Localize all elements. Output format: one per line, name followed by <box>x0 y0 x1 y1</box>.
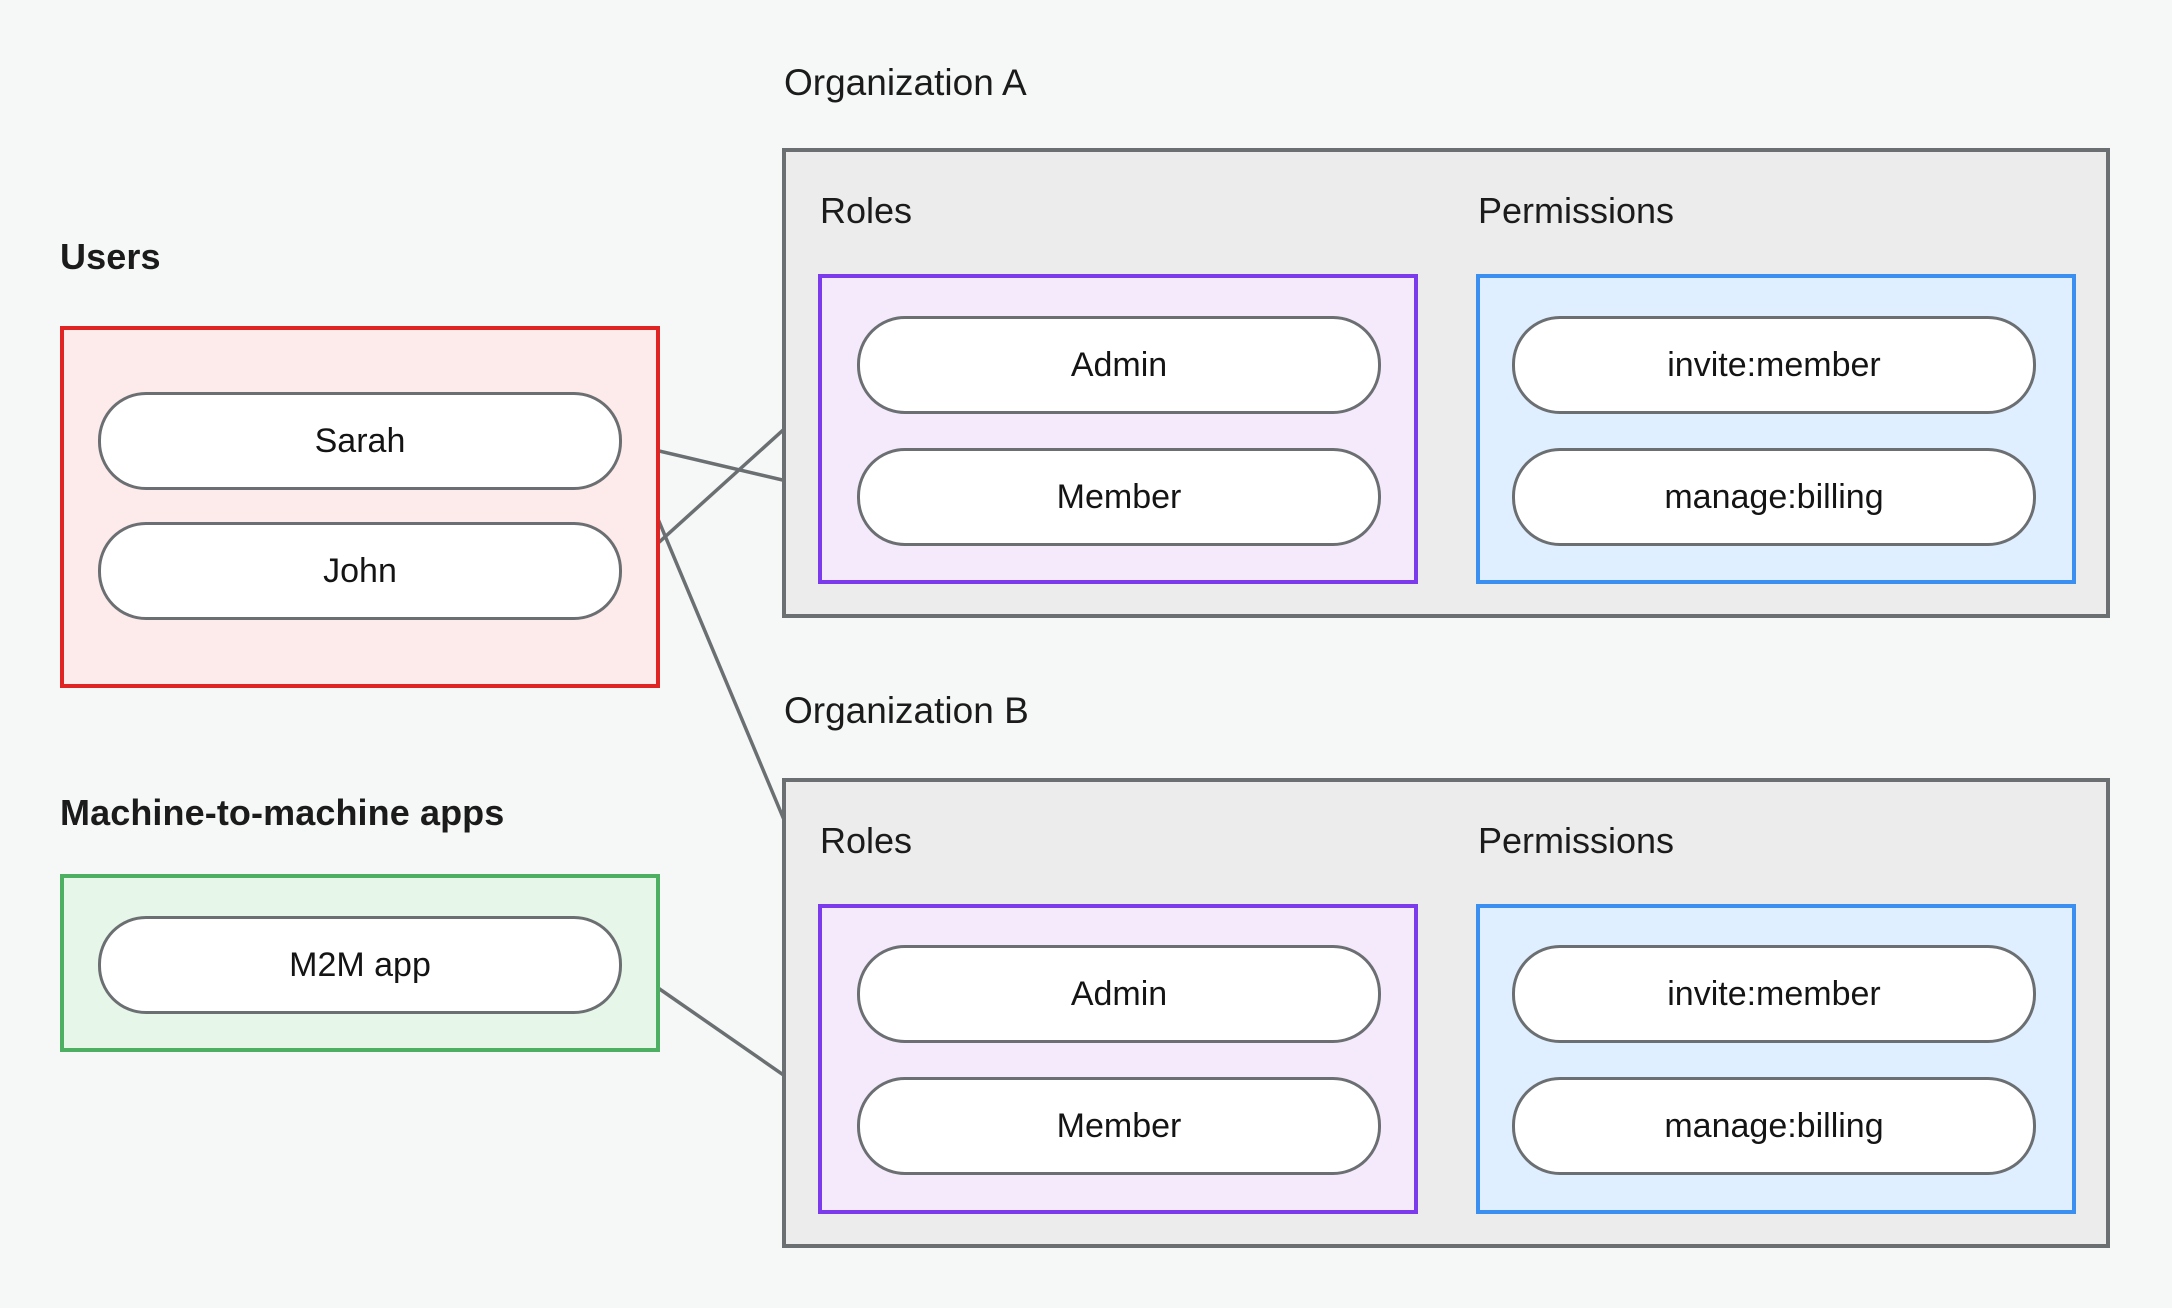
users-group-label: Users <box>60 236 161 277</box>
users-group-box <box>60 326 660 688</box>
organization-a-role-admin[interactable]: Admin <box>857 316 1381 414</box>
organization-b-permission-invite-member[interactable]: invite:member <box>1512 945 2036 1043</box>
m2m-group-label: Machine-to-machine apps <box>60 792 505 833</box>
m2m-node-app[interactable]: M2M app <box>98 916 622 1014</box>
organization-b-roles-label: Roles <box>820 820 913 861</box>
organization-a-role-member[interactable]: Member <box>857 448 1381 546</box>
organization-a-permission-manage-billing[interactable]: manage:billing <box>1512 448 2036 546</box>
organization-a-label: Organization A <box>784 62 1027 103</box>
user-node-john[interactable]: John <box>98 522 622 620</box>
organization-a-roles-label: Roles <box>820 190 913 231</box>
organization-a-permissions-label: Permissions <box>1478 190 1675 231</box>
organization-b-permission-manage-billing[interactable]: manage:billing <box>1512 1077 2036 1175</box>
organization-a-permission-invite-member[interactable]: invite:member <box>1512 316 2036 414</box>
organization-b-role-member[interactable]: Member <box>857 1077 1381 1175</box>
organization-b-permissions-label: Permissions <box>1478 820 1675 861</box>
organization-b-label: Organization B <box>784 690 1029 731</box>
user-node-sarah[interactable]: Sarah <box>98 392 622 490</box>
organization-b-role-admin[interactable]: Admin <box>857 945 1381 1043</box>
